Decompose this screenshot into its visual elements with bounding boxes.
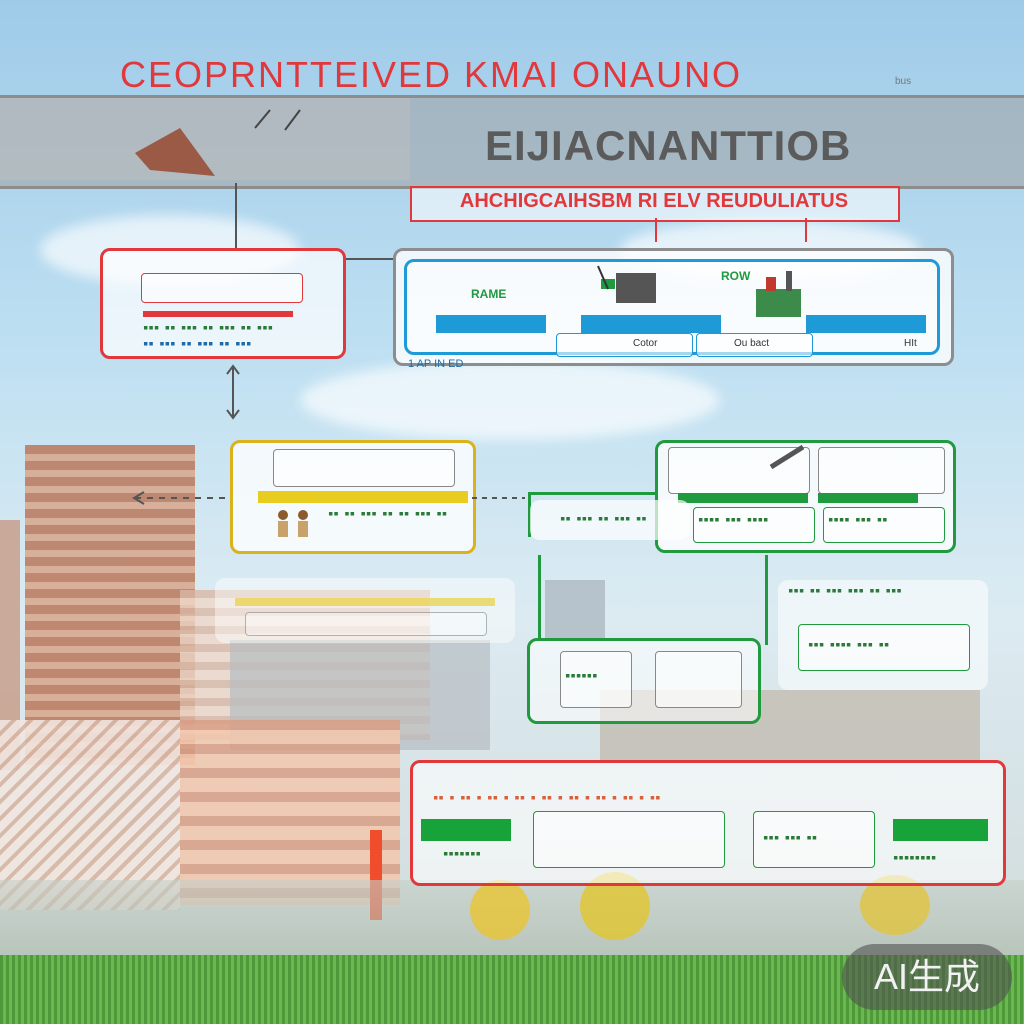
- arrow-left-icon: [132, 491, 230, 505]
- connector: [235, 183, 237, 248]
- subtitle: AHCHIGCAIHSBM RI ELV REUDULIATUS: [459, 190, 849, 212]
- panel-bottom: ▪▪▪▪▪▪▪ ▪▪▪▪▪▪▪▪ ▪▪▪ ▪▪▪ ▪▪ ▪▪ ▪ ▪▪ ▪ ▪▪…: [410, 760, 1006, 886]
- tab-label: Cotor: [633, 338, 658, 349]
- connector: [805, 218, 807, 242]
- panel-lower-right: ▪▪▪ ▪▪ ▪▪▪ ▪▪▪ ▪▪ ▪▪▪ ▪▪▪ ▪▪▪▪ ▪▪▪ ▪▪: [778, 580, 988, 690]
- connector: [538, 555, 541, 640]
- panel-label-mid: ROW: [721, 269, 751, 283]
- machine-icon: [597, 265, 656, 303]
- double-arrow-icon: [226, 364, 240, 420]
- tab-label: Ou bact: [734, 338, 770, 349]
- factory-icon: [756, 271, 801, 317]
- roof-sketch-icon: [135, 109, 301, 176]
- panel-lower-left: [215, 578, 515, 643]
- tab-label: HIt: [904, 338, 917, 349]
- wrench-icon: [769, 444, 805, 470]
- cloud: [300, 360, 720, 440]
- panel-label-left: RAME: [471, 287, 507, 301]
- panel-mid-left: ▪▪ ▪▪ ▪▪▪ ▪▪ ▪▪ ▪▪▪ ▪▪: [230, 440, 476, 554]
- panel-mid-bridge: ▪▪ ▪▪▪ ▪▪ ▪▪▪ ▪▪: [530, 500, 690, 540]
- top-title: CEOPRNTTEIVED KMAI ONAUNO: [120, 54, 743, 95]
- subtitle-box: [410, 186, 900, 222]
- workers-icon: [278, 510, 308, 537]
- top-small-label: bus: [895, 76, 912, 87]
- connector: [345, 258, 395, 260]
- connector: [528, 492, 531, 537]
- connector: [528, 492, 658, 495]
- banner-left-panel: [0, 98, 410, 180]
- banner-title: EIJIACNANTTIOB: [485, 122, 852, 169]
- connector: [655, 218, 657, 242]
- panel-top-left: ▪▪▪ ▪▪ ▪▪▪ ▪▪ ▪▪▪ ▪▪ ▪▪▪ ▪▪ ▪▪▪ ▪▪ ▪▪▪ ▪…: [100, 248, 346, 359]
- panel-lower-mid: ▪▪▪▪▪▪: [527, 638, 761, 724]
- panel-mid-right: ▪▪▪▪ ▪▪▪ ▪▪▪▪ ▪▪▪▪ ▪▪▪ ▪▪: [655, 440, 956, 553]
- panel-caption: 1 AP IN ED: [408, 358, 464, 370]
- connector: [765, 555, 768, 645]
- ai-generated-badge: AI生成: [842, 944, 1012, 1010]
- arrow-right-icon: [472, 497, 525, 499]
- panel-top-right: RAME ROW Cotor Ou bact HIt: [393, 248, 954, 366]
